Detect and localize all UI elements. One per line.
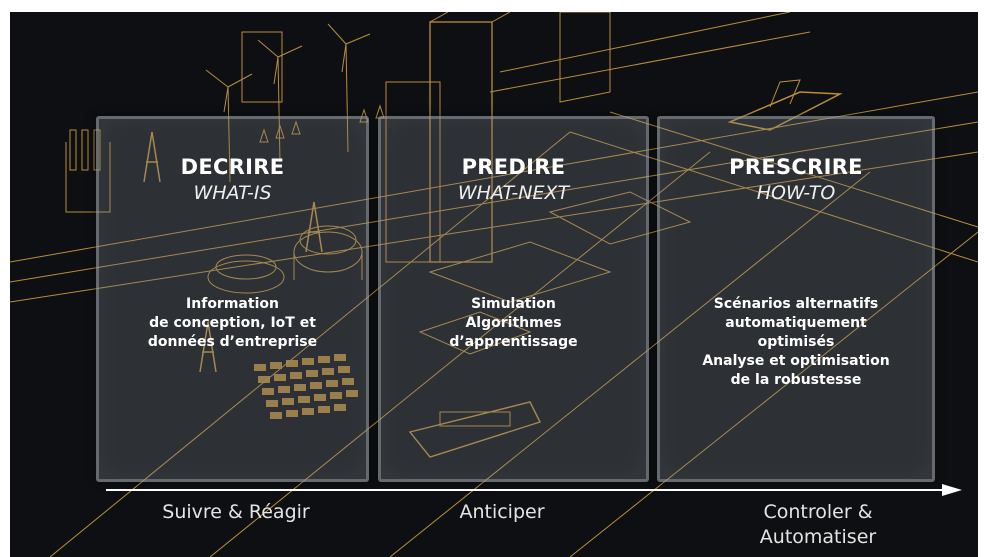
card-subtitle: WHAT-IS bbox=[193, 182, 272, 204]
wind-turbine-icon bbox=[205, 69, 253, 183]
card-body-line: automatiquement bbox=[725, 315, 867, 331]
card-body-line: d’apprentissage bbox=[449, 334, 578, 350]
phase-label: Automatiser bbox=[759, 526, 877, 548]
timeline-phase-anticiper: Anticiper bbox=[422, 500, 582, 525]
card-title: DECRIRE bbox=[180, 155, 285, 179]
card-title: PRESCRIRE bbox=[729, 155, 863, 179]
arrow-right-icon bbox=[106, 484, 962, 496]
card-predire: PREDIRE WHAT-NEXT Simulation Algorithmes… bbox=[378, 116, 649, 482]
card-body-line: Algorithmes bbox=[465, 315, 562, 331]
illustration-scene: DECRIRE WHAT-IS Information de conceptio… bbox=[10, 12, 978, 557]
card-decrire: DECRIRE WHAT-IS Information de conceptio… bbox=[96, 116, 369, 482]
card-prescrire: PRESCRIRE HOW-TO Scénarios alternatifs a… bbox=[657, 116, 935, 482]
card-body-line: de conception, IoT et bbox=[149, 315, 316, 331]
wind-turbine-icon bbox=[327, 23, 371, 153]
phase-label: Controler & bbox=[763, 501, 873, 523]
timeline-phase-suivre: Suivre & Réagir bbox=[136, 500, 336, 525]
card-body-line: Simulation bbox=[471, 296, 556, 312]
card-body-line: Information bbox=[186, 296, 279, 312]
timeline-phase-controler: Controler & Automatiser bbox=[718, 500, 918, 550]
phase-label: Suivre & Réagir bbox=[162, 501, 310, 523]
timeline-arrow bbox=[106, 482, 966, 498]
card-subtitle: WHAT-NEXT bbox=[457, 182, 570, 204]
card-body-line: Analyse et optimisation bbox=[702, 353, 890, 369]
card-body-line: Scénarios alternatifs bbox=[713, 296, 879, 312]
phase-label: Anticiper bbox=[459, 501, 545, 523]
card-subtitle: HOW-TO bbox=[756, 182, 836, 204]
card-body-line: données d’entreprise bbox=[147, 334, 318, 350]
card-body-line: de la robustesse bbox=[730, 372, 862, 388]
card-title: PREDIRE bbox=[461, 155, 566, 179]
card-body: Scénarios alternatifs automatiquement op… bbox=[668, 295, 924, 390]
card-body-line: optimisés bbox=[757, 334, 835, 350]
card-body: Information de conception, IoT et donnée… bbox=[107, 295, 358, 352]
card-body: Simulation Algorithmes d’apprentissage bbox=[389, 295, 638, 352]
